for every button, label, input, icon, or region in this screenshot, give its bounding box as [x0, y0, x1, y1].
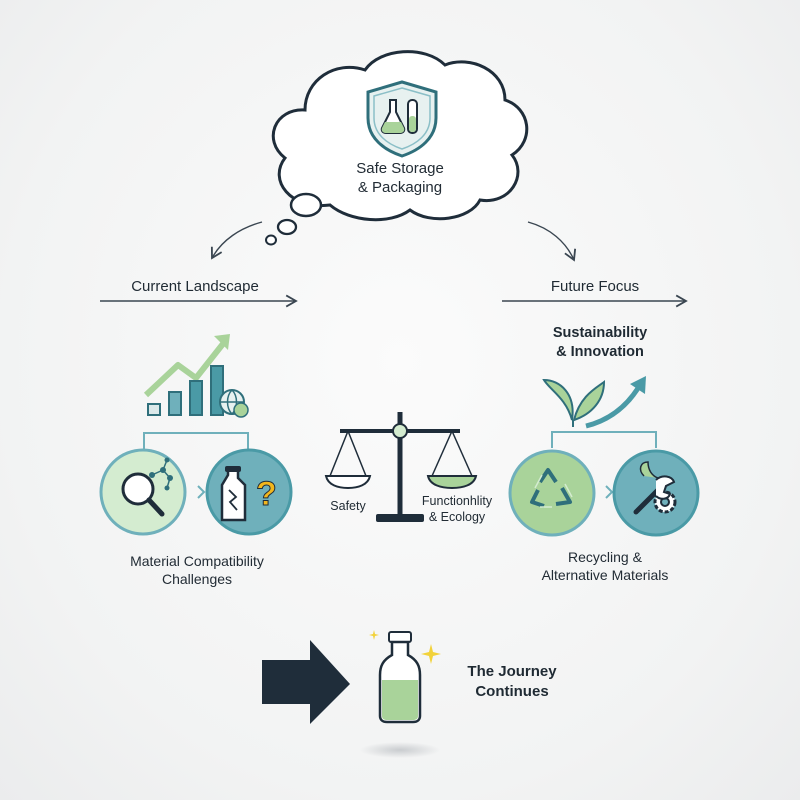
cloud-title-line2: & Packaging: [357, 179, 443, 196]
right-chevron: [605, 485, 614, 499]
growth-chart-icon: [143, 334, 249, 418]
balance-left-label: Safety: [330, 499, 366, 513]
right-heading: Future Focus: [550, 278, 640, 295]
right-caption-line1: Recycling &: [568, 549, 642, 565]
left-chevron: [197, 485, 206, 499]
footer-text: The Journey Continues: [452, 662, 572, 702]
left-caption: Material Compatibility Challenges: [102, 552, 292, 588]
left-heading: Current Landscape: [131, 278, 259, 295]
left-caption-line2: Challenges: [161, 571, 233, 587]
svg-text:?: ?: [256, 475, 277, 513]
balance-right-label: Functionhlity & Ecology: [412, 493, 502, 525]
right-caption-line2: Alternative Materials: [541, 567, 669, 583]
cloud-arrow-right: [527, 221, 577, 262]
gear-wrench-icon: [612, 449, 700, 537]
right-caption: Recycling & Alternative Materials: [515, 548, 695, 584]
balance-right-label-line2: & Ecology: [428, 510, 486, 524]
cloud-title: Safe Storage & Packaging: [330, 159, 470, 197]
left-bracket: [143, 432, 249, 450]
shield-flask-icon: [366, 80, 438, 158]
broken-bottle-question-icon: ?: [205, 448, 293, 536]
right-subheading: Sustainability & Innovation: [510, 324, 690, 362]
leaves-arrow-icon: [542, 376, 646, 429]
scales-icon: [324, 412, 478, 522]
right-subheading-line1: Sustainability: [552, 325, 648, 341]
footer-line1: The Journey: [467, 663, 557, 680]
cloud-arrow-left: [210, 221, 263, 260]
cloud-title-line1: Safe Storage: [356, 160, 444, 177]
magnifier-molecule-icon: [99, 448, 187, 536]
bottle-icon: [360, 630, 441, 758]
balance-right-label-line1: Functionhlity: [421, 494, 493, 508]
right-bracket: [551, 431, 657, 448]
arrow-right-icon: [262, 640, 350, 724]
right-subheading-line2: & Innovation: [556, 344, 644, 360]
left-caption-line1: Material Compatibility: [130, 553, 264, 569]
recycle-icon: [508, 449, 596, 537]
footer-line2: Continues: [475, 683, 549, 700]
